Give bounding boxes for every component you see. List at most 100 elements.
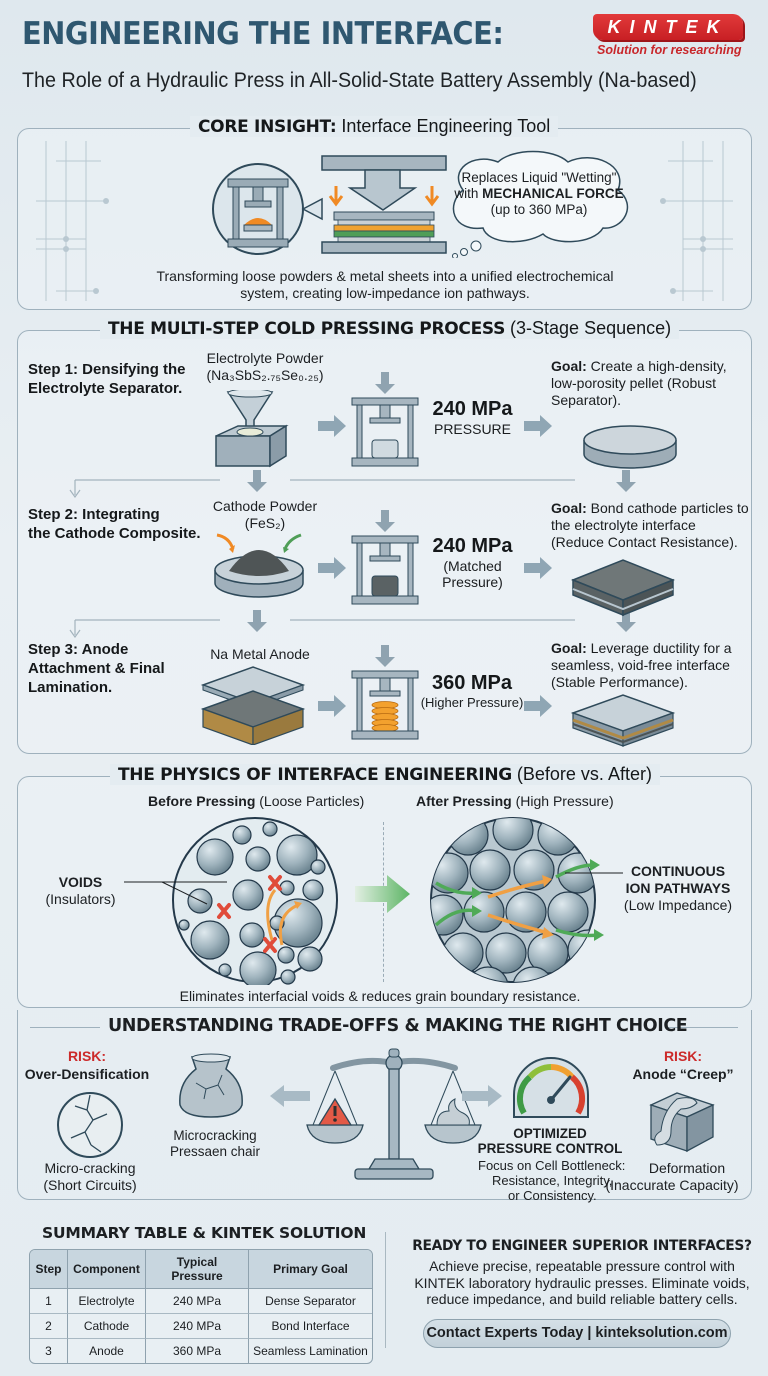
heading-rest: (3-Stage Sequence) bbox=[505, 318, 672, 338]
press-step-3-icon bbox=[351, 645, 419, 740]
before-rest: (Loose Particles) bbox=[255, 793, 365, 809]
cracked-flask-icon bbox=[179, 1053, 243, 1118]
heading-bold: THE PHYSICS OF INTERFACE ENGINEERING bbox=[118, 765, 512, 785]
heading-bold: THE MULTI-STEP COLD PRESSING PROCESS bbox=[108, 319, 506, 339]
arrow-right-icon bbox=[462, 1085, 502, 1107]
center-text-1: Focus on Cell Bottleneck: bbox=[478, 1158, 626, 1173]
pressure-note: PRESSURE bbox=[433, 421, 512, 437]
arrow-right-icon bbox=[524, 695, 552, 717]
risk-anode-creep: RISK: Anode “Creep” bbox=[628, 1047, 738, 1083]
logo-brand: KINTEK bbox=[593, 14, 743, 40]
pathways-sub: (Low Impedance) bbox=[623, 897, 733, 913]
flask-caption-1: Microcracking bbox=[173, 1128, 257, 1143]
loose-particles-icon bbox=[172, 817, 338, 985]
left-risk-caption: Micro-cracking (Short Circuits) bbox=[25, 1160, 155, 1194]
balance-scale-icon bbox=[306, 1048, 482, 1180]
goal-label: Goal: bbox=[551, 358, 587, 374]
pressure-value: 360 MPa bbox=[431, 672, 513, 694]
bubble-line-2: with MECHANICAL FORCE bbox=[450, 186, 628, 202]
caption-2: (Inaccurate Capacity) bbox=[605, 1177, 739, 1193]
arrow-left-icon bbox=[270, 1085, 310, 1107]
title-line-2: Attachment & Final bbox=[28, 660, 165, 677]
process-heading: THE MULTI-STEP COLD PRESSING PROCESS (3-… bbox=[100, 318, 680, 339]
material-label: Cathode Powder bbox=[212, 498, 318, 514]
pathways-label: CONTINUOUS ION PATHWAYS (Low Impedance) bbox=[618, 863, 738, 914]
contact-experts-button[interactable]: Contact Experts Today | kinteksolution.c… bbox=[423, 1319, 731, 1348]
cracked-sphere-icon bbox=[57, 1092, 123, 1158]
bubble-text: Replaces Liquid "Wetting" with MECHANICA… bbox=[450, 170, 628, 218]
column-header: Step bbox=[30, 1250, 68, 1289]
table-row: 3 Anode 360 MPa Seamless Lamination bbox=[30, 1339, 372, 1363]
step-2-goal: Goal: Bond cathode particles to the elec… bbox=[551, 500, 751, 551]
physics-heading: THE PHYSICS OF INTERFACE ENGINEERING (Be… bbox=[110, 764, 660, 785]
material-label: Na Metal Anode bbox=[210, 646, 310, 662]
voids-title: VOIDS bbox=[58, 874, 103, 890]
step-2-pressure: 240 MPa (Matched Pressure) bbox=[425, 535, 520, 590]
process-flow-connectors bbox=[69, 470, 636, 639]
table-cell: 360 MPa bbox=[146, 1339, 249, 1363]
pathways-title-2: ION PATHWAYS bbox=[625, 880, 731, 896]
voids-sub: (Insulators) bbox=[45, 891, 116, 907]
laminated-cell-icon bbox=[570, 694, 676, 747]
goal-text: Leverage ductility for a seamless, void-… bbox=[551, 640, 732, 690]
pathways-leader-line bbox=[565, 872, 623, 874]
title-line-1: Step 1: Densifying the bbox=[28, 361, 186, 378]
arrow-right-icon bbox=[318, 557, 346, 579]
funnel-mold-icon bbox=[215, 390, 289, 468]
after-label: After Pressing (High Pressure) bbox=[416, 793, 614, 809]
table-cell: Cathode bbox=[68, 1314, 146, 1339]
caption-2: (Short Circuits) bbox=[43, 1177, 137, 1193]
step-3-pressure: 360 MPa (Higher Pressure) bbox=[418, 672, 526, 711]
cta-text-3: reduce impedance, and build reliable bat… bbox=[426, 1291, 738, 1307]
heading-rest: (Before vs. After) bbox=[511, 764, 652, 784]
column-header: Typical Pressure bbox=[146, 1250, 249, 1289]
table-cell: Electrolyte bbox=[68, 1289, 146, 1314]
goal-label: Goal: bbox=[551, 640, 587, 656]
before-bold: Before Pressing bbox=[148, 793, 256, 809]
anode-sheet-stack-icon bbox=[200, 666, 306, 745]
arrow-right-icon bbox=[524, 415, 552, 437]
column-header: Component bbox=[68, 1250, 146, 1289]
material-formula: (Na₃SbS₂.₇₅Se₀.₂₅) bbox=[206, 367, 324, 383]
table-cell: Dense Separator bbox=[249, 1289, 372, 1314]
pathways-title-1: CONTINUOUS bbox=[630, 863, 726, 879]
caption-line-1: Transforming loose powders & metal sheet… bbox=[156, 268, 614, 284]
title-line-2: the Cathode Composite. bbox=[28, 525, 201, 542]
tradeoffs-heading: UNDERSTANDING TRADE-OFFS & MAKING THE RI… bbox=[108, 1016, 688, 1036]
bubble-bold: MECHANICAL FORCE bbox=[482, 186, 624, 201]
separator-pellet-icon bbox=[583, 425, 677, 469]
caption-line-2: system, creating low-impedance ion pathw… bbox=[240, 285, 530, 301]
risk-title: Over-Densification bbox=[24, 1066, 150, 1082]
flask-caption-2: Pressaen chair bbox=[169, 1144, 261, 1159]
column-header: Primary Goal bbox=[249, 1250, 372, 1289]
risk-over-densification: RISK: Over-Densification bbox=[22, 1047, 152, 1083]
optimized-control-text: Focus on Cell Bottleneck: Resistance, In… bbox=[478, 1158, 648, 1203]
material-label: Electrolyte Powder bbox=[206, 350, 324, 366]
cta-text: Achieve precise, repeatable pressure con… bbox=[398, 1258, 766, 1308]
cathode-powder-pile-icon bbox=[214, 533, 304, 598]
voids-label: VOIDS (Insulators) bbox=[38, 874, 123, 908]
cta-text-2: KINTEK laboratory hydraulic presses. Eli… bbox=[414, 1274, 750, 1291]
summary-divider bbox=[385, 1232, 386, 1348]
summary-heading: SUMMARY TABLE & KINTEK SOLUTION bbox=[42, 1224, 367, 1242]
heading-bold: CORE INSIGHT: bbox=[198, 117, 337, 137]
center-title-1: OPTIMIZED bbox=[513, 1126, 587, 1141]
step-1-pressure: 240 MPa PRESSURE bbox=[425, 398, 520, 437]
table-cell: 240 MPa bbox=[146, 1314, 249, 1339]
title-line-3: Lamination. bbox=[28, 679, 113, 696]
packed-particles-icon bbox=[430, 817, 604, 983]
arrow-right-icon bbox=[318, 695, 346, 717]
arrow-right-icon bbox=[524, 557, 552, 579]
table-cell: 3 bbox=[30, 1339, 68, 1363]
before-label: Before Pressing (Loose Particles) bbox=[148, 793, 364, 809]
title-line-2: Electrolyte Separator. bbox=[28, 380, 183, 397]
core-insight-heading: CORE INSIGHT: Interface Engineering Tool bbox=[190, 116, 559, 137]
pressure-gauge-icon bbox=[513, 1057, 589, 1118]
kintek-logo[interactable]: KINTEK Solution for researching bbox=[593, 14, 745, 57]
step-3-material: Na Metal Anode bbox=[195, 646, 325, 662]
table-header-row: Step Component Typical Pressure Primary … bbox=[30, 1250, 372, 1289]
tradeoffs-frame bbox=[17, 1010, 752, 1200]
heading-rest: Interface Engineering Tool bbox=[336, 116, 551, 136]
step-1-goal: Goal: Create a high-density, low-porosit… bbox=[551, 358, 746, 409]
right-risk-caption: Deformation (Inaccurate Capacity) bbox=[605, 1160, 762, 1194]
